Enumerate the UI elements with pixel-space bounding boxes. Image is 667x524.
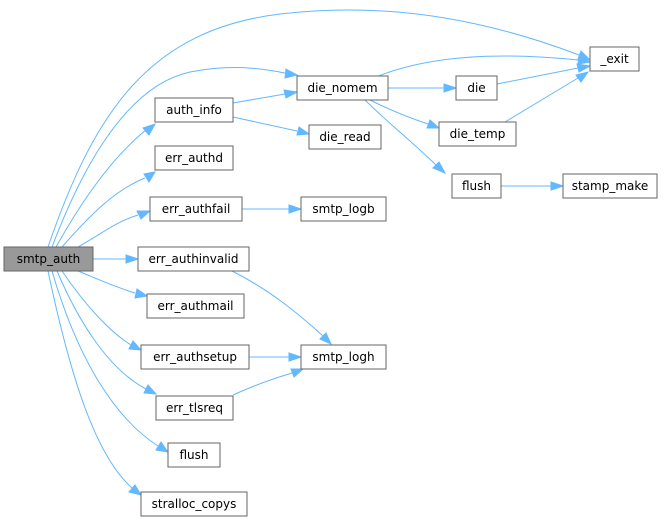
arrowhead-smtp_auth-err_tlsreq [143, 384, 158, 395]
edge-smtp_auth-err_authmail [77, 270, 136, 294]
node-label: stamp_make [572, 179, 649, 193]
arrowhead-smtp_auth-stralloc_copys [128, 484, 143, 496]
edge-smtp_auth-err_authd [61, 177, 146, 248]
edge-smtp_auth-exit [47, 9, 580, 248]
node-layer: smtp_auth auth_info err_authd err_authfa… [3, 46, 658, 517]
node-smtp_logh[interactable]: smtp_logh [300, 344, 387, 370]
node-stamp_make[interactable]: stamp_make [562, 173, 658, 199]
arrowhead-err_tlsreq-smtp_logh [290, 368, 305, 378]
arrowhead-smtp_auth-flush_left [155, 441, 170, 453]
edge-auth_info-die_read [232, 116, 298, 132]
arrowhead-die_nomem-die_temp [426, 119, 441, 129]
node-err_authsetup[interactable]: err_authsetup [140, 344, 250, 370]
arrowhead-die_nomem-exit [577, 55, 592, 65]
node-label: err_tlsreq [166, 401, 223, 415]
arrowhead-smtp_auth-auth_info [142, 123, 157, 136]
node-label: auth_info [166, 103, 222, 117]
node-label: die_nomem [307, 81, 377, 95]
arrowhead-smtp_auth-err_authd [143, 171, 156, 183]
node-flush-right[interactable]: flush [451, 173, 502, 199]
edge-die_nomem-exit [375, 55, 579, 78]
arrowhead-smtp_auth-die_nomem [284, 68, 299, 79]
edge-smtp_auth-die_nomem [51, 66, 286, 248]
edge-smtp_auth-flush_left [51, 270, 159, 447]
node-label: err_authfail [162, 202, 231, 216]
arrowhead-smtp_auth-err_authsetup [128, 340, 143, 351]
node-label: smtp_auth [17, 252, 81, 266]
node-label: err_authsetup [153, 350, 237, 364]
arrowhead-die-exit [576, 63, 592, 73]
node-flush-left[interactable]: flush [167, 442, 221, 468]
edge-smtp_auth-err_authfail [77, 214, 139, 248]
arrowhead-die_nomem-die [443, 83, 458, 93]
arrowhead-flush_right-stamp_make [550, 181, 565, 191]
edge-layer [47, 9, 592, 496]
node-label: stralloc_copys [152, 497, 237, 511]
edge-smtp_auth-stralloc_copys [47, 270, 133, 489]
arrowhead-smtp_auth-err_authmail [134, 288, 149, 299]
edge-smtp_auth-err_tlsreq [56, 270, 147, 390]
node-label: die_temp [450, 127, 506, 141]
arrowhead-auth_info-die_read [296, 126, 311, 136]
node-err_tlsreq[interactable]: err_tlsreq [155, 395, 234, 421]
node-die[interactable]: die [455, 75, 498, 101]
node-err_authmail[interactable]: err_authmail [146, 293, 245, 319]
edge-smtp_auth-err_authsetup [61, 270, 132, 346]
edge-err_tlsreq-smtp_logh [232, 372, 293, 396]
node-exit[interactable]: _exit [589, 46, 640, 72]
node-label: flush [179, 448, 208, 462]
node-smtp_auth[interactable]: smtp_auth [3, 246, 94, 272]
arrowhead-smtp_auth-err_authinvalid [125, 254, 140, 264]
arrowhead-smtp_auth-err_authfail [136, 210, 152, 220]
arrowhead-die_nomem-flush_right [432, 161, 447, 175]
edge-auth_info-die_nomem [232, 93, 286, 104]
node-label: smtp_logb [312, 202, 374, 216]
node-die_nomem[interactable]: die_nomem [296, 75, 389, 101]
node-die_read[interactable]: die_read [308, 124, 382, 150]
arrowhead-err_authsetup-smtp_logh [288, 352, 303, 362]
edge-smtp_auth-auth_info [55, 129, 147, 248]
node-label: err_authmail [157, 299, 233, 313]
arrowhead-auth_info-die_nomem [283, 89, 299, 99]
edge-die_temp-exit [504, 77, 579, 123]
node-err_authd[interactable]: err_authd [154, 145, 234, 171]
node-die_temp[interactable]: die_temp [438, 121, 517, 147]
arrowhead-err_authfail-smtp_logb [288, 204, 303, 214]
arrowhead-err_authinvalid-smtp_logh [319, 332, 333, 346]
edge-die-exit [496, 67, 579, 85]
node-stralloc_copys[interactable]: stralloc_copys [140, 491, 248, 517]
node-label: err_authd [165, 151, 223, 165]
node-label: _exit [599, 52, 629, 66]
node-smtp_logb[interactable]: smtp_logb [300, 196, 387, 222]
node-label: err_authinvalid [149, 252, 239, 266]
node-auth_info[interactable]: auth_info [154, 97, 234, 123]
node-err_authfail[interactable]: err_authfail [149, 196, 243, 222]
node-label: die [467, 81, 485, 95]
node-label: smtp_logh [312, 350, 374, 364]
node-label: flush [462, 179, 491, 193]
node-err_authinvalid[interactable]: err_authinvalid [137, 246, 250, 272]
edge-die_nomem-die_temp [369, 99, 429, 125]
node-label: die_read [319, 130, 370, 144]
edge-err_authinvalid-smtp_logh [231, 270, 324, 337]
edge-die_nomem-flush_right [364, 99, 437, 166]
arrowhead-die_temp-exit [575, 71, 590, 83]
